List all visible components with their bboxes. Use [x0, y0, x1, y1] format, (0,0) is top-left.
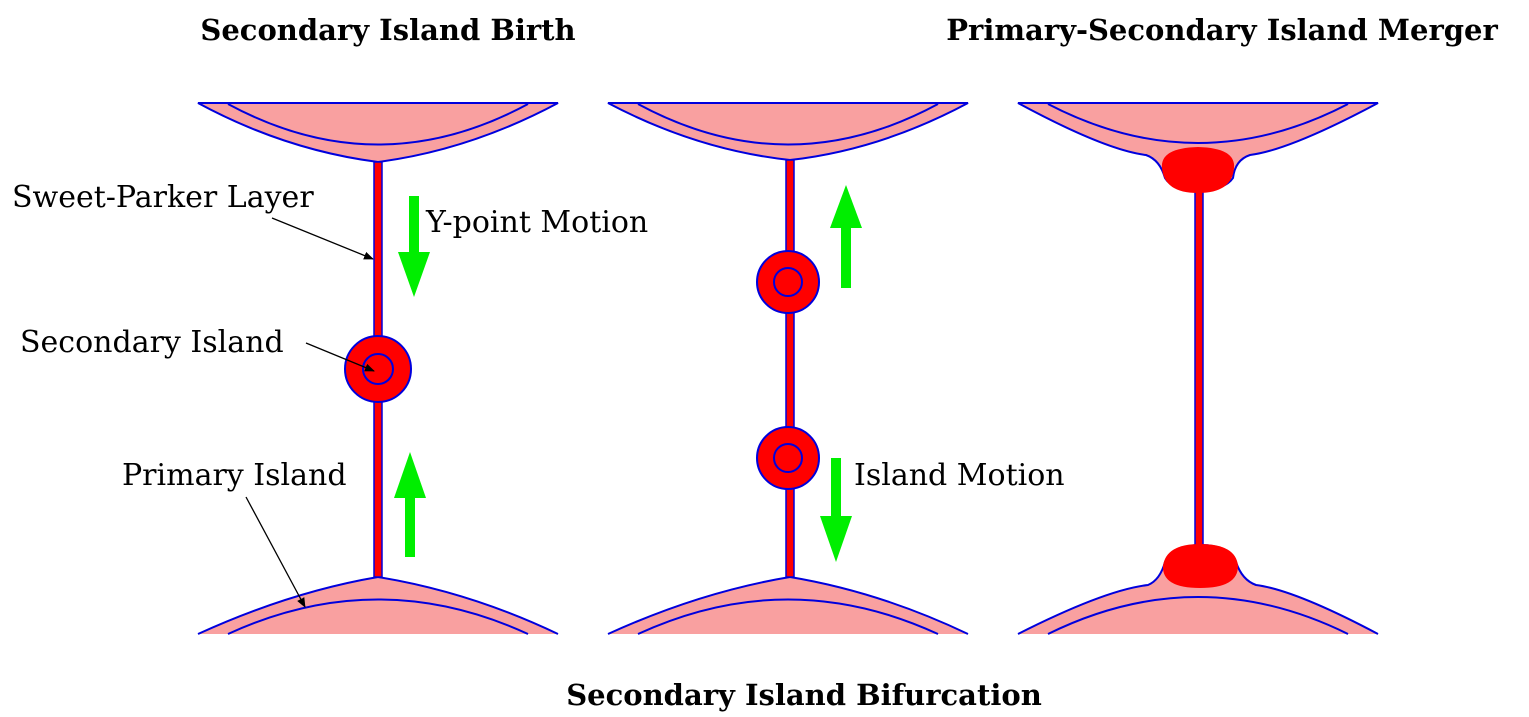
top-primary-island: [197, 102, 559, 164]
y-point-motion-up-arrow: [394, 452, 426, 557]
bottom-island-field-line: [227, 598, 529, 635]
bottom-primary-island: [198, 577, 558, 634]
sweet-parker-layer-upper: [373, 161, 383, 343]
merged-island-top: [1161, 147, 1235, 193]
bottom-primary-island: [608, 577, 968, 634]
label-secondary-island: Secondary Island: [20, 325, 284, 360]
secondary-island-upper-field-line: [773, 267, 803, 297]
island-motion-down-arrow: [820, 458, 852, 562]
current-sheet-lower: [785, 483, 795, 578]
top-island-field-line: [1047, 103, 1349, 144]
label-primary-island: Primary Island: [122, 458, 347, 493]
bottom-island-field-line: [1047, 596, 1349, 635]
secondary-island-field-line: [362, 353, 394, 385]
secondary-island: [344, 335, 412, 403]
sweet-parker-layer-lower: [373, 395, 383, 578]
island-motion-up-arrow: [830, 185, 862, 288]
panel-secondary-island-bifurcation: Island Motion: [607, 102, 1065, 635]
sweet-parker-layer-pointer: [271, 217, 374, 260]
top-island-field-line: [227, 103, 529, 146]
current-sheet-upper: [785, 159, 795, 256]
secondary-island-pointer: [305, 342, 375, 372]
merged-island-bottom: [1162, 544, 1238, 588]
secondary-island-lower-field-line: [773, 443, 803, 473]
bottom-primary-island: [1018, 545, 1378, 634]
label-island-motion: Island Motion: [854, 458, 1065, 493]
primary-island-pointer: [245, 496, 306, 608]
label-sweet-parker-layer: Sweet-Parker Layer: [12, 180, 314, 215]
top-primary-island: [607, 102, 969, 162]
title-secondary-island-bifurcation: Secondary Island Bifurcation: [566, 678, 1042, 712]
title-primary-secondary-island-merger: Primary-Secondary Island Merger: [946, 13, 1498, 47]
current-sheet-middle: [785, 307, 795, 433]
y-point-motion-down-arrow: [398, 196, 430, 297]
secondary-island-lower: [756, 426, 820, 490]
secondary-island-upper: [756, 250, 820, 314]
label-y-point-motion: Y-point Motion: [425, 205, 648, 240]
current-sheet: [1194, 179, 1204, 553]
panel-primary-secondary-island-merger: [1017, 102, 1379, 635]
top-island-field-line: [637, 103, 939, 146]
title-secondary-island-birth: Secondary Island Birth: [200, 13, 575, 47]
bottom-island-field-line: [637, 598, 939, 635]
panel-secondary-island-birth: Sweet-Parker Layer Y-point Motion Second…: [12, 102, 648, 635]
